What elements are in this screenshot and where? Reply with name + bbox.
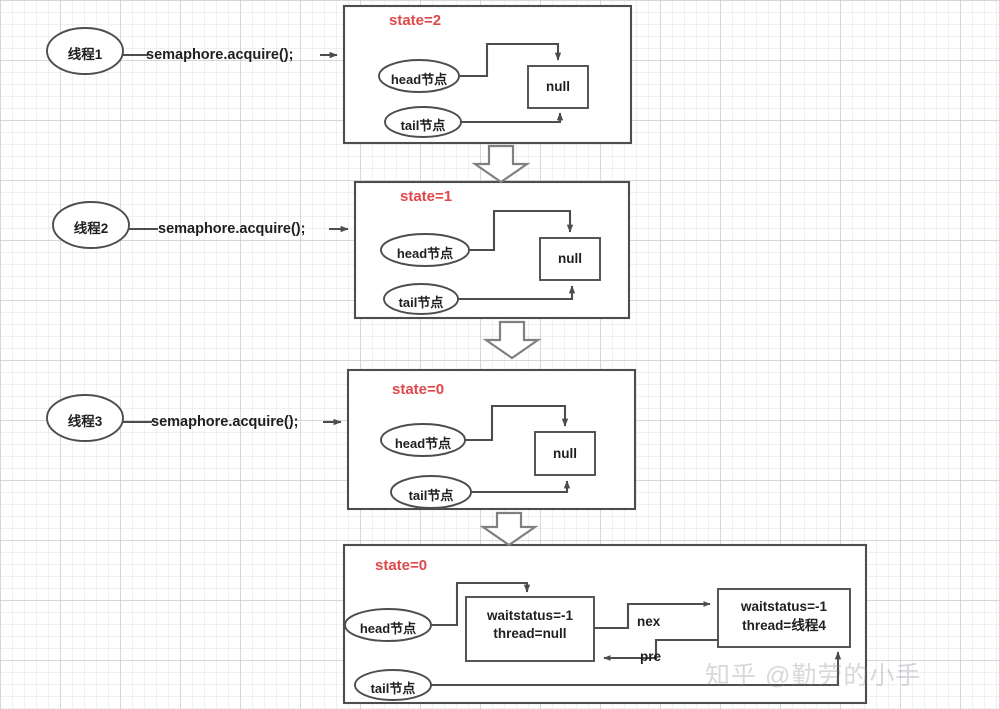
- thread2-ellipse: [52, 201, 130, 249]
- stage1-tail-label: tail节点: [400, 118, 446, 133]
- thread1-ellipse: [46, 27, 124, 75]
- stage4-state-label: state=0: [375, 557, 428, 574]
- stage2-head-label: head节点: [396, 246, 454, 261]
- stage2-head-to-null-link: [469, 209, 574, 252]
- thread2-label: 线程2: [73, 221, 109, 236]
- stage3-null-label: null: [553, 446, 577, 461]
- thread2-action-label: semaphore.acquire();: [158, 221, 306, 237]
- thread1-label: 线程1: [67, 47, 103, 62]
- stage1-tail-to-null-link: [461, 112, 564, 124]
- stage4-node1-next-node2-link: [594, 601, 711, 630]
- stage3-state-label: state=0: [392, 381, 445, 398]
- stage1-null-box: [527, 65, 589, 109]
- flow-arrow-1-2: [471, 144, 531, 184]
- stage4-head-label: head节点: [359, 621, 417, 636]
- stage1-state-label: state=2: [389, 12, 442, 29]
- stage4-node2-box: [717, 588, 851, 648]
- stage4-node2-thread: thread=线程4: [742, 618, 826, 633]
- stage4-tail-to-node2-link: [431, 651, 842, 687]
- stage1-null-label: null: [546, 79, 570, 94]
- stage4-node2-prev-node1-link: [603, 638, 718, 661]
- stage4-node1-box: [465, 596, 595, 662]
- stage4-next-link-label: nex: [637, 614, 661, 629]
- stage4-prev-link-label: pre: [640, 649, 662, 664]
- stage4-head-to-node1-link: [431, 581, 531, 627]
- stage2-null-box: [539, 237, 601, 281]
- stage2-state-label: state=1: [400, 188, 453, 205]
- stage3-tail-to-null-link: [471, 480, 571, 494]
- stage3-head-to-null-link: [465, 404, 569, 442]
- stage2-tail-label: tail节点: [398, 295, 444, 310]
- thread3-label: 线程3: [67, 414, 103, 429]
- stage3-tail-label: tail节点: [408, 488, 454, 503]
- stage4-tail-label: tail节点: [370, 681, 416, 696]
- stage4-node1-thread: thread=null: [493, 626, 567, 641]
- stage2-null-label: null: [558, 251, 582, 266]
- flow-arrow-2-3: [482, 320, 542, 360]
- flow-arrow-3-4: [479, 511, 539, 547]
- stage2-tail-to-null-link: [458, 285, 576, 301]
- stage1-head-label: head节点: [390, 72, 448, 87]
- stage3-null-box: [534, 431, 596, 476]
- thread3-ellipse: [46, 394, 124, 442]
- stage3-head-label: head节点: [394, 436, 452, 451]
- thread3-action-label: semaphore.acquire();: [151, 414, 299, 430]
- stage4-node2-waitstatus: waitstatus=-1: [741, 599, 827, 614]
- thread1-action-label: semaphore.acquire();: [146, 47, 294, 63]
- stage1-head-to-null-link: [459, 42, 562, 78]
- stage4-node1-waitstatus: waitstatus=-1: [487, 608, 573, 623]
